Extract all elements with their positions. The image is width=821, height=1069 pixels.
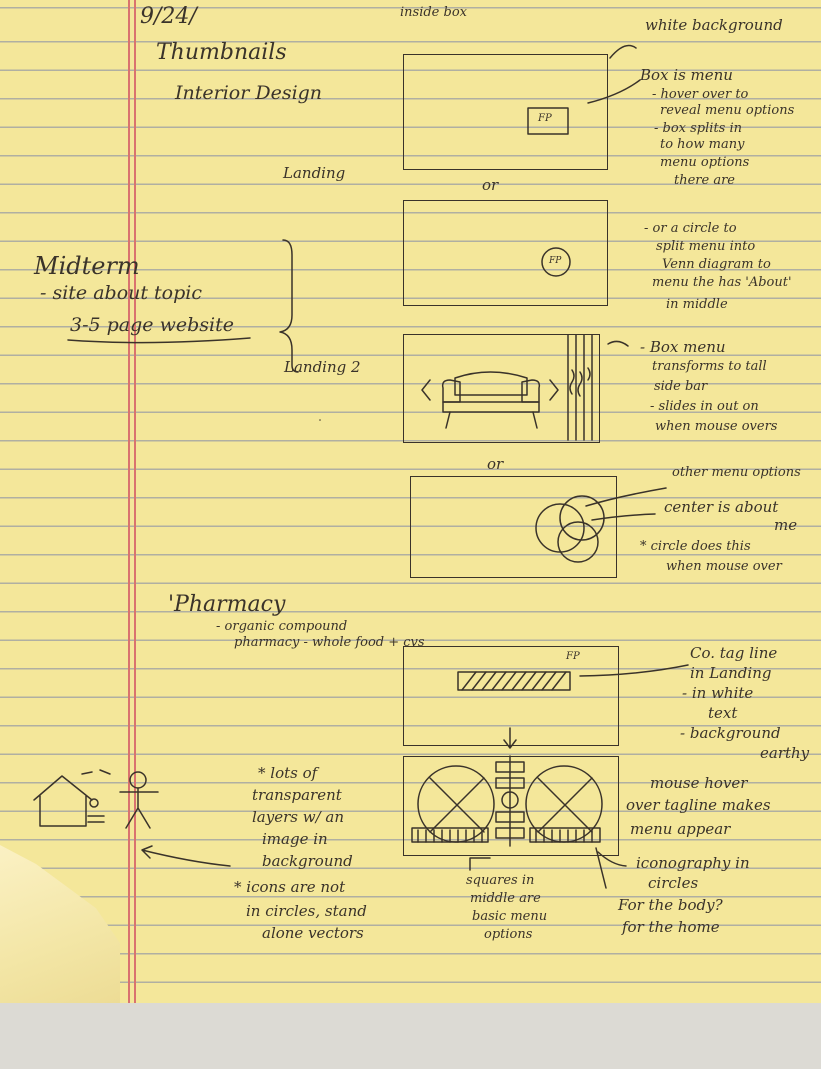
- star-note-line-4: image in: [262, 830, 328, 848]
- heading-thumbnails: Thumbnails: [156, 40, 287, 65]
- top-note: inside box: [400, 5, 467, 20]
- note-reveal-menu: reveal menu options: [660, 103, 795, 118]
- sketch-box-venn: [410, 476, 617, 578]
- note-side-bar: side bar: [654, 379, 708, 394]
- note-circle-does: * circle does this: [640, 539, 751, 554]
- note-box-is-menu: Box is menu: [640, 66, 733, 84]
- sketch-drawings: [33, 44, 689, 889]
- star-note-line-3: layers w/ an: [252, 808, 344, 826]
- squares-note-line-4: options: [484, 927, 533, 942]
- note-split-menu: split menu into: [656, 239, 756, 254]
- box-fp-label: FP: [538, 113, 552, 124]
- pharmacy-title: 'Pharmacy: [168, 592, 286, 617]
- star-note-line-5: background: [262, 852, 353, 870]
- note-menu-options: menu options: [660, 155, 750, 170]
- label-or-2: or: [487, 455, 504, 473]
- pharmacy-note-menu-appear: menu appear: [630, 820, 731, 838]
- note-center-about: center is about: [664, 498, 779, 516]
- pharmacy-note-landing: in Landing: [690, 664, 772, 682]
- note-box-splits: - box splits in: [654, 121, 743, 136]
- pharmacy-sub-2: pharmacy - whole food + cvs: [234, 635, 425, 650]
- midterm-line-1: - site about topic: [40, 282, 203, 304]
- pharmacy-note-tagline: Co. tag line: [690, 644, 778, 662]
- pharmacy-note-over-tagline: over tagline makes: [626, 796, 771, 814]
- pharmacy-sub-1: - organic compound: [216, 619, 348, 634]
- note-or-circle: - or a circle to: [644, 221, 737, 236]
- note-venn: Venn diagram to: [662, 257, 771, 272]
- note-other-menu: other menu options: [672, 465, 801, 480]
- note-there-are: there are: [674, 173, 735, 188]
- note-white-background: white background: [645, 16, 783, 34]
- note-in-middle: in middle: [666, 297, 728, 312]
- label-or-1: or: [482, 176, 499, 194]
- star-note-line-1: * lots of: [258, 764, 318, 782]
- sketch-box-pharmacy-landing: [403, 646, 619, 746]
- margin-line-left: [128, 0, 130, 1003]
- pharmacy-note-circles: circles: [648, 874, 699, 892]
- star-note-line-2: transparent: [252, 786, 342, 804]
- notebook-page: 9/24/ inside box Thumbnails Interior Des…: [0, 0, 821, 1003]
- note-hover-over: - hover over to: [652, 87, 749, 102]
- sketch-box-landing: [403, 54, 608, 170]
- sketch-box-circle: [403, 200, 608, 306]
- circle-fp-label: FP: [549, 256, 562, 266]
- note-slides: - slides in out on: [650, 399, 759, 414]
- note-when-mouse: when mouse overs: [655, 419, 778, 434]
- squares-note-line-1: squares in: [466, 873, 535, 888]
- sketch-box-pharmacy-menu: [403, 756, 619, 856]
- heading-interior-design: Interior Design: [175, 82, 323, 104]
- note-when-mouse-over: when mouse over: [666, 559, 782, 574]
- pharmacy-note-body: For the body?: [618, 896, 723, 914]
- pharmacy-note-iconography: iconography in: [636, 854, 750, 872]
- squares-note-line-3: basic menu: [472, 909, 548, 924]
- date-label: 9/24/: [140, 4, 197, 29]
- label-landing-2: Landing 2: [284, 358, 361, 376]
- pharmacy-fp-label: FP: [566, 651, 580, 662]
- label-landing: Landing: [283, 164, 346, 182]
- note-transforms: transforms to tall: [652, 359, 767, 374]
- scanner-background: [0, 1003, 821, 1069]
- sketch-box-landing2: [403, 334, 600, 443]
- note-box-menu: - Box menu: [640, 338, 726, 356]
- pharmacy-note-earthy: earthy: [760, 744, 810, 762]
- pharmacy-note-mouse-hover: mouse hover: [650, 774, 748, 792]
- pharmacy-note-home: for the home: [622, 918, 720, 936]
- icons-note-line-3: alone vectors: [262, 924, 364, 942]
- squares-note-line-2: middle are: [470, 891, 541, 906]
- midterm-line-2: 3-5 page website: [70, 314, 234, 336]
- icons-note-line-1: * icons are not: [234, 878, 346, 896]
- midterm-title: Midterm: [34, 252, 140, 280]
- pharmacy-note-text: text: [708, 704, 738, 722]
- icons-note-line-2: in circles, stand: [246, 902, 367, 920]
- note-menu-about: menu the has 'About': [652, 275, 792, 290]
- note-me: me: [774, 516, 798, 534]
- pharmacy-note-white: - in white: [682, 684, 754, 702]
- pharmacy-note-background: - background: [680, 724, 781, 742]
- note-how-many: to how many: [660, 137, 745, 152]
- margin-line-right: [134, 0, 136, 1003]
